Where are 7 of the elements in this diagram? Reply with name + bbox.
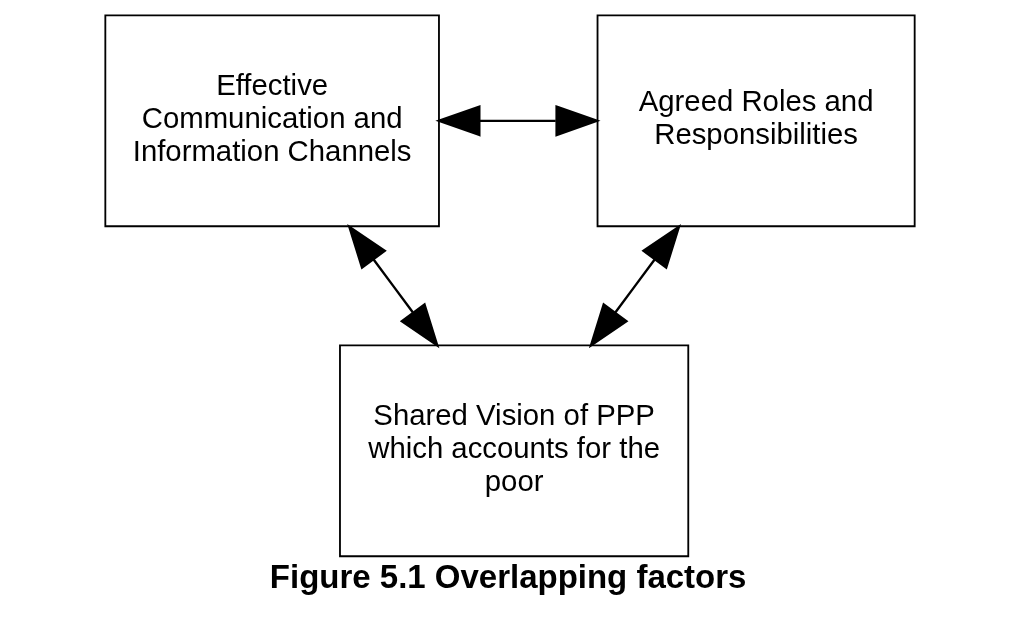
arrow [588,223,681,349]
arrow [434,105,601,137]
node-box: Agreed Roles and Responsibilities [596,14,916,228]
node-box: Effective Communication and Information Channels [103,14,440,228]
arrow [346,223,439,349]
caption: Figure 5.1 Overlapping factors [269,558,746,596]
node-box: Shared Vision of PPP which accounts for the poor [338,344,689,558]
